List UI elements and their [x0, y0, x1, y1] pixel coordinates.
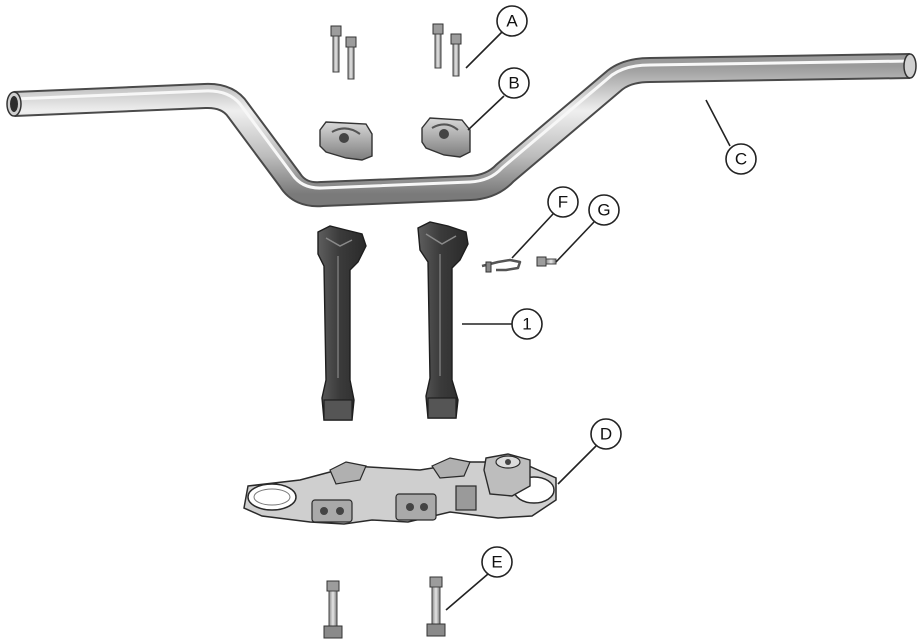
riser-left	[317, 225, 367, 421]
callout-f: F	[511, 186, 579, 259]
bolt-a1	[330, 25, 342, 73]
clamp-caps-part-b	[319, 117, 471, 161]
callout-a-circle	[496, 5, 528, 37]
bolt-a4	[450, 33, 462, 77]
bolt-a3	[432, 23, 444, 69]
callout-g-label: G	[597, 201, 610, 220]
clip-part-f	[481, 258, 522, 273]
callout-b-label: B	[508, 74, 519, 93]
callout-e: E	[445, 546, 513, 611]
callout-1: 1	[462, 308, 543, 340]
screw-part-g	[536, 256, 557, 267]
clamp-cap-left	[319, 121, 373, 161]
lower-bolts-part-e	[323, 576, 446, 639]
callout-g-circle	[588, 194, 620, 226]
callout-1-circle	[511, 308, 543, 340]
callout-g: G	[555, 194, 620, 263]
bolt-e2	[426, 576, 446, 637]
callout-f-circle	[547, 186, 579, 218]
callout-b: B	[467, 67, 530, 131]
callout-f-label: F	[558, 193, 568, 212]
handlebar-part-c	[6, 53, 917, 208]
bolt-e1	[323, 580, 343, 639]
clamp-cap-right	[421, 117, 471, 158]
callout-d: D	[557, 418, 622, 485]
callout-d-circle	[590, 418, 622, 450]
bolt-a2	[345, 36, 357, 80]
callout-a-label: A	[506, 12, 518, 31]
callout-1-label: 1	[522, 315, 531, 334]
clamp-bolts-part-a	[330, 23, 462, 80]
triple-clamp-part-d	[243, 453, 557, 525]
callout-c-label: C	[735, 150, 747, 169]
callout-e-circle	[481, 546, 513, 578]
callout-c: C	[705, 99, 757, 175]
callout-a: A	[465, 5, 528, 69]
risers-part-1	[317, 221, 469, 421]
callout-b-circle	[498, 67, 530, 99]
callout-e-label: E	[491, 553, 502, 572]
callout-c-circle	[725, 143, 757, 175]
riser-right	[417, 221, 469, 419]
callout-d-label: D	[600, 425, 612, 444]
